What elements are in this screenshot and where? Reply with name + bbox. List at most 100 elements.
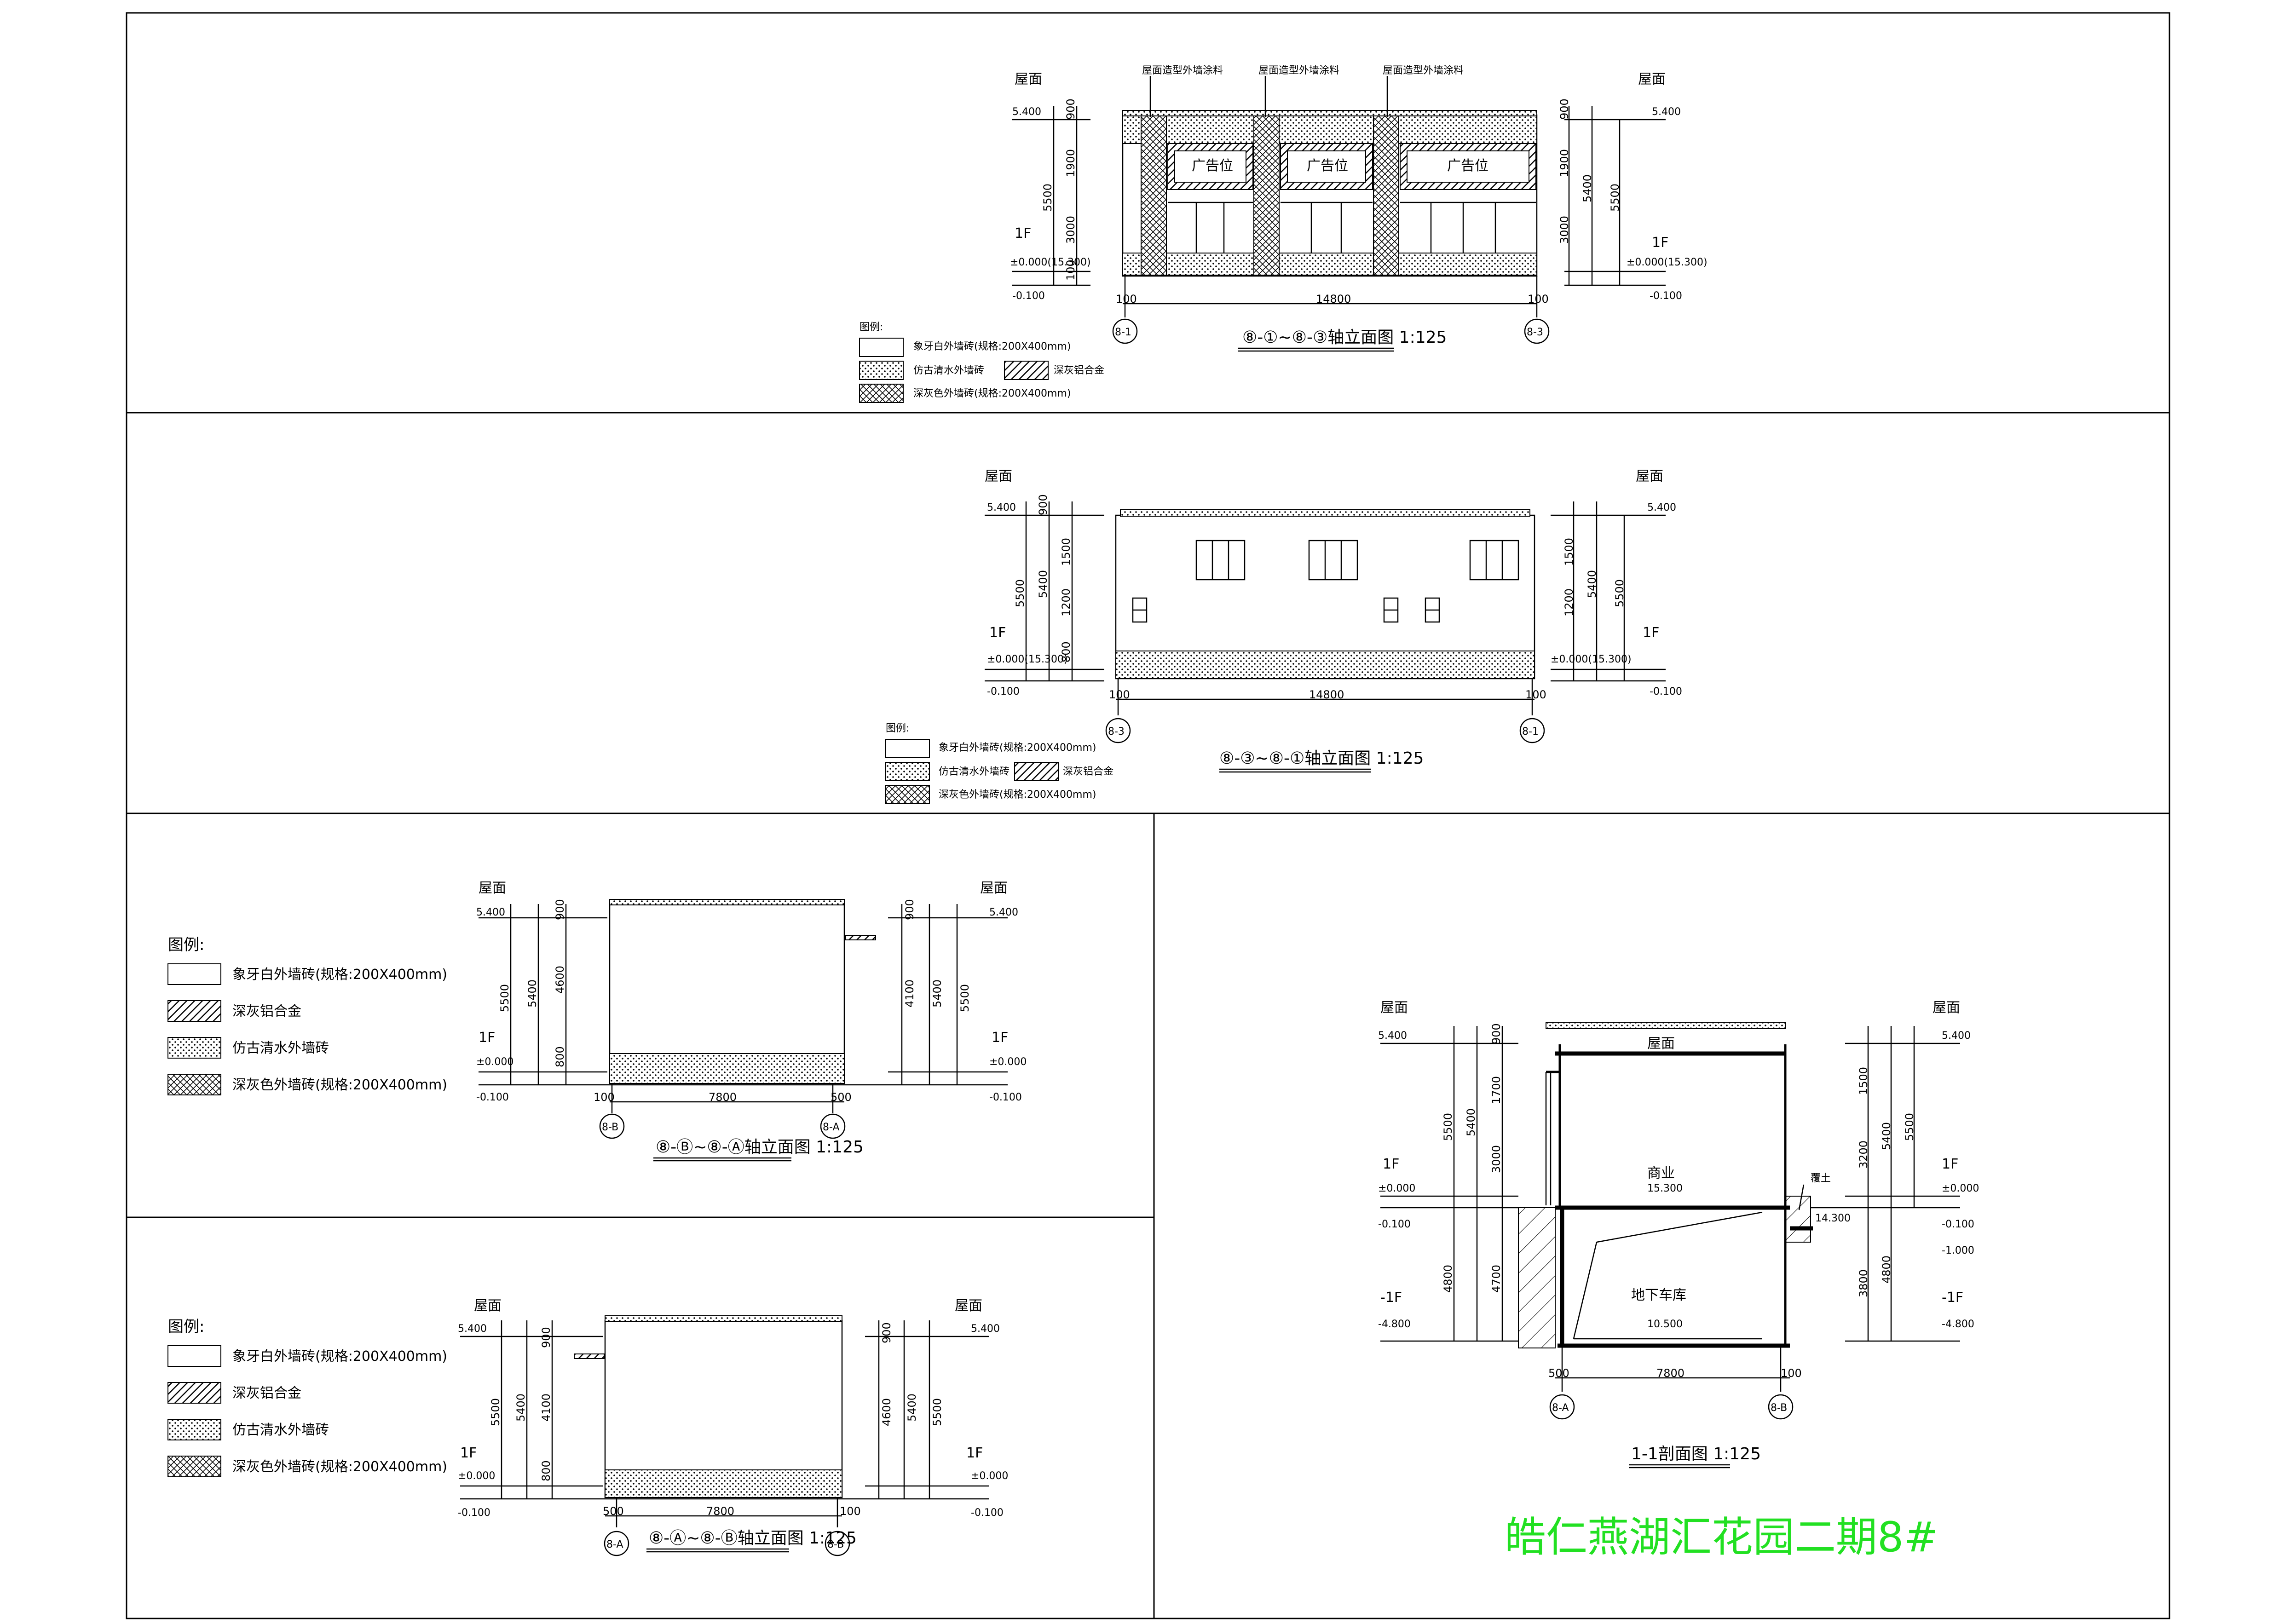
- floor-label: 1F: [992, 1030, 1008, 1046]
- ground-elevation: ±0.000(15.300): [1627, 257, 1708, 268]
- drawing-title: ⑧-Ⓑ~⑧-Ⓐ轴立面图 1:125: [656, 1138, 864, 1157]
- dim-text: 5500: [489, 1398, 502, 1426]
- axis-bubble: [1524, 318, 1550, 344]
- legend-alu: 深灰铝合金: [232, 1385, 301, 1401]
- basement-elevation: -4.800: [1378, 1319, 1411, 1330]
- drawing-title: ⑧-Ⓐ~⑧-Ⓑ轴立面图 1:125: [649, 1529, 857, 1548]
- legend: 图例: 象牙白外墙砖(规格:200X400mm) 仿古清水外墙砖 深灰铝合金 深…: [885, 723, 1113, 804]
- backfill-elevation: 14.300: [1815, 1213, 1851, 1224]
- legend-swatch-ivory: [167, 1345, 221, 1367]
- roof-level-label: 屋面: [1015, 71, 1042, 87]
- backfill-soil: [1518, 1207, 1556, 1348]
- roof-level-label: 屋面: [1638, 71, 1666, 87]
- axis-label: 8-A: [823, 1122, 840, 1133]
- dim-text: 3000: [1064, 216, 1077, 244]
- floor-label: 1F: [1383, 1156, 1399, 1172]
- dim-text: 5400: [1465, 1108, 1477, 1136]
- dim-text: 5400: [526, 979, 539, 1008]
- commercial-elevation: 15.300: [1647, 1183, 1683, 1194]
- dim-text: 500: [1548, 1367, 1569, 1380]
- legend: 图例: 象牙白外墙砖(规格:200X400mm) 仿古清水外墙砖 深灰铝合金 深…: [859, 322, 1104, 403]
- dim-text: 3800: [1857, 1269, 1870, 1297]
- floor-label: -1F: [1380, 1290, 1402, 1306]
- ground-elevation: ±0.000(15.300): [1551, 654, 1632, 665]
- drawing-title: ⑧-①~⑧-③轴立面图 1:125: [1242, 328, 1447, 347]
- ground-elevation: ±0.000: [1378, 1183, 1415, 1194]
- roof-feature-note: 屋面造型外墙涂料: [1383, 65, 1464, 76]
- overall-width: 7800: [709, 1091, 737, 1104]
- axis-bubble: [820, 1113, 846, 1139]
- legend-swatch-dark-tile: [885, 785, 930, 804]
- dim-text: 5500: [498, 984, 511, 1012]
- axis-label: 8-B: [827, 1539, 844, 1550]
- legend-title: 图例:: [860, 322, 883, 333]
- legend-swatch-alu: [1014, 762, 1059, 781]
- legend-alu: 深灰铝合金: [232, 1003, 301, 1019]
- legend: 图例: 象牙白外墙砖(规格:200X400mm) 深灰铝合金 仿古清水外墙砖 深…: [167, 1318, 447, 1477]
- ground-elevation: ±0.000(15.300): [1010, 257, 1091, 268]
- overall-width: 14800: [1309, 688, 1344, 701]
- outdoor-elevation: -0.100: [1650, 290, 1682, 302]
- ground-elevation: ±0.000(15.300): [987, 654, 1068, 665]
- dim-text: 1500: [1563, 538, 1575, 566]
- dim-text: 4600: [554, 966, 566, 994]
- axis-label: 8-3: [1108, 726, 1125, 737]
- roof-elevation: 5.400: [1942, 1030, 1971, 1042]
- roof-elevation: 5.400: [1652, 106, 1681, 118]
- legend-dark-tile: 深灰色外墙砖(规格:200X400mm): [232, 1077, 447, 1093]
- windows: [1132, 540, 1519, 623]
- elevation-4: 图例: 象牙白外墙砖(规格:200X400mm) 深灰铝合金 仿古清水外墙砖 深…: [167, 1298, 1008, 1556]
- basement-elevation: -4.800: [1942, 1319, 1974, 1330]
- roof-elevation: 5.400: [1378, 1030, 1407, 1042]
- axis-label: 8-B: [602, 1122, 618, 1133]
- roof-level-label: 屋面: [1636, 468, 1663, 484]
- axis-bubble: [604, 1531, 629, 1556]
- drawing-title: 1-1剖面图 1:125: [1631, 1445, 1761, 1463]
- legend-swatch-dark-tile: [167, 1074, 221, 1095]
- axis-bubble: [1112, 318, 1138, 344]
- ad-space-label: 广告位: [1307, 158, 1348, 174]
- backfill-soil: [1785, 1196, 1811, 1243]
- legend-swatch-dark-tile: [167, 1456, 221, 1477]
- dim-text: 900: [1037, 494, 1050, 515]
- outdoor-elevation: -0.100: [1942, 1219, 1974, 1230]
- roof-elevation: 5.400: [987, 502, 1016, 513]
- floor-label: 1F: [966, 1445, 983, 1461]
- legend-swatch-ivory: [167, 963, 221, 985]
- axis-bubble: [1549, 1394, 1575, 1420]
- legend-swatch-alu: [1004, 361, 1049, 380]
- roof-elevation: 5.400: [971, 1323, 1000, 1335]
- garage-elevation: 10.500: [1647, 1319, 1683, 1330]
- dim-text: 5500: [958, 984, 971, 1012]
- dim-text: 5500: [1442, 1113, 1454, 1141]
- dim-text: 900: [1064, 98, 1077, 120]
- dim-text: 900: [540, 1327, 553, 1348]
- dim-text: 900: [1558, 98, 1571, 120]
- roof-feature-note: 屋面造型外墙涂料: [1258, 65, 1339, 76]
- ground-elevation: ±0.000: [1942, 1183, 1979, 1194]
- dim-text: 800: [540, 1460, 553, 1481]
- legend-swatch-brick: [859, 361, 904, 380]
- elevation-1: 屋面 屋面 5.400 5.400 1F 1F ±0.000(15.300) ±…: [859, 65, 1708, 403]
- roof-elevation: 5.400: [989, 907, 1018, 918]
- legend-brick: 仿古清水外墙砖: [232, 1040, 329, 1056]
- legend: 图例: 象牙白外墙砖(规格:200X400mm) 深灰铝合金 仿古清水外墙砖 深…: [167, 936, 447, 1095]
- dim-text: 4100: [540, 1394, 553, 1422]
- dim-text: 100: [594, 1091, 615, 1104]
- ground-elevation: ±0.000: [989, 1056, 1027, 1068]
- outdoor-elevation: -1.000: [1942, 1245, 1974, 1256]
- legend-brick: 仿古清水外墙砖: [939, 766, 1010, 777]
- dim-text: 100: [840, 1505, 861, 1518]
- legend-brick: 仿古清水外墙砖: [913, 365, 984, 376]
- roof-level-label: 屋面: [1933, 1000, 1960, 1016]
- dim-text: 100: [1781, 1367, 1802, 1380]
- dim-text: 5500: [1041, 184, 1054, 212]
- room-label-garage: 地下车库: [1631, 1287, 1686, 1303]
- outdoor-elevation: -0.100: [1378, 1219, 1411, 1230]
- dim-text: 5400: [1586, 570, 1598, 598]
- legend-swatch-ivory: [885, 739, 930, 758]
- floor-label: 1F: [989, 625, 1006, 641]
- roof-elevation: 5.400: [1647, 502, 1676, 513]
- dim-text: 5400: [1880, 1122, 1893, 1150]
- dim-text: 3200: [1857, 1140, 1870, 1169]
